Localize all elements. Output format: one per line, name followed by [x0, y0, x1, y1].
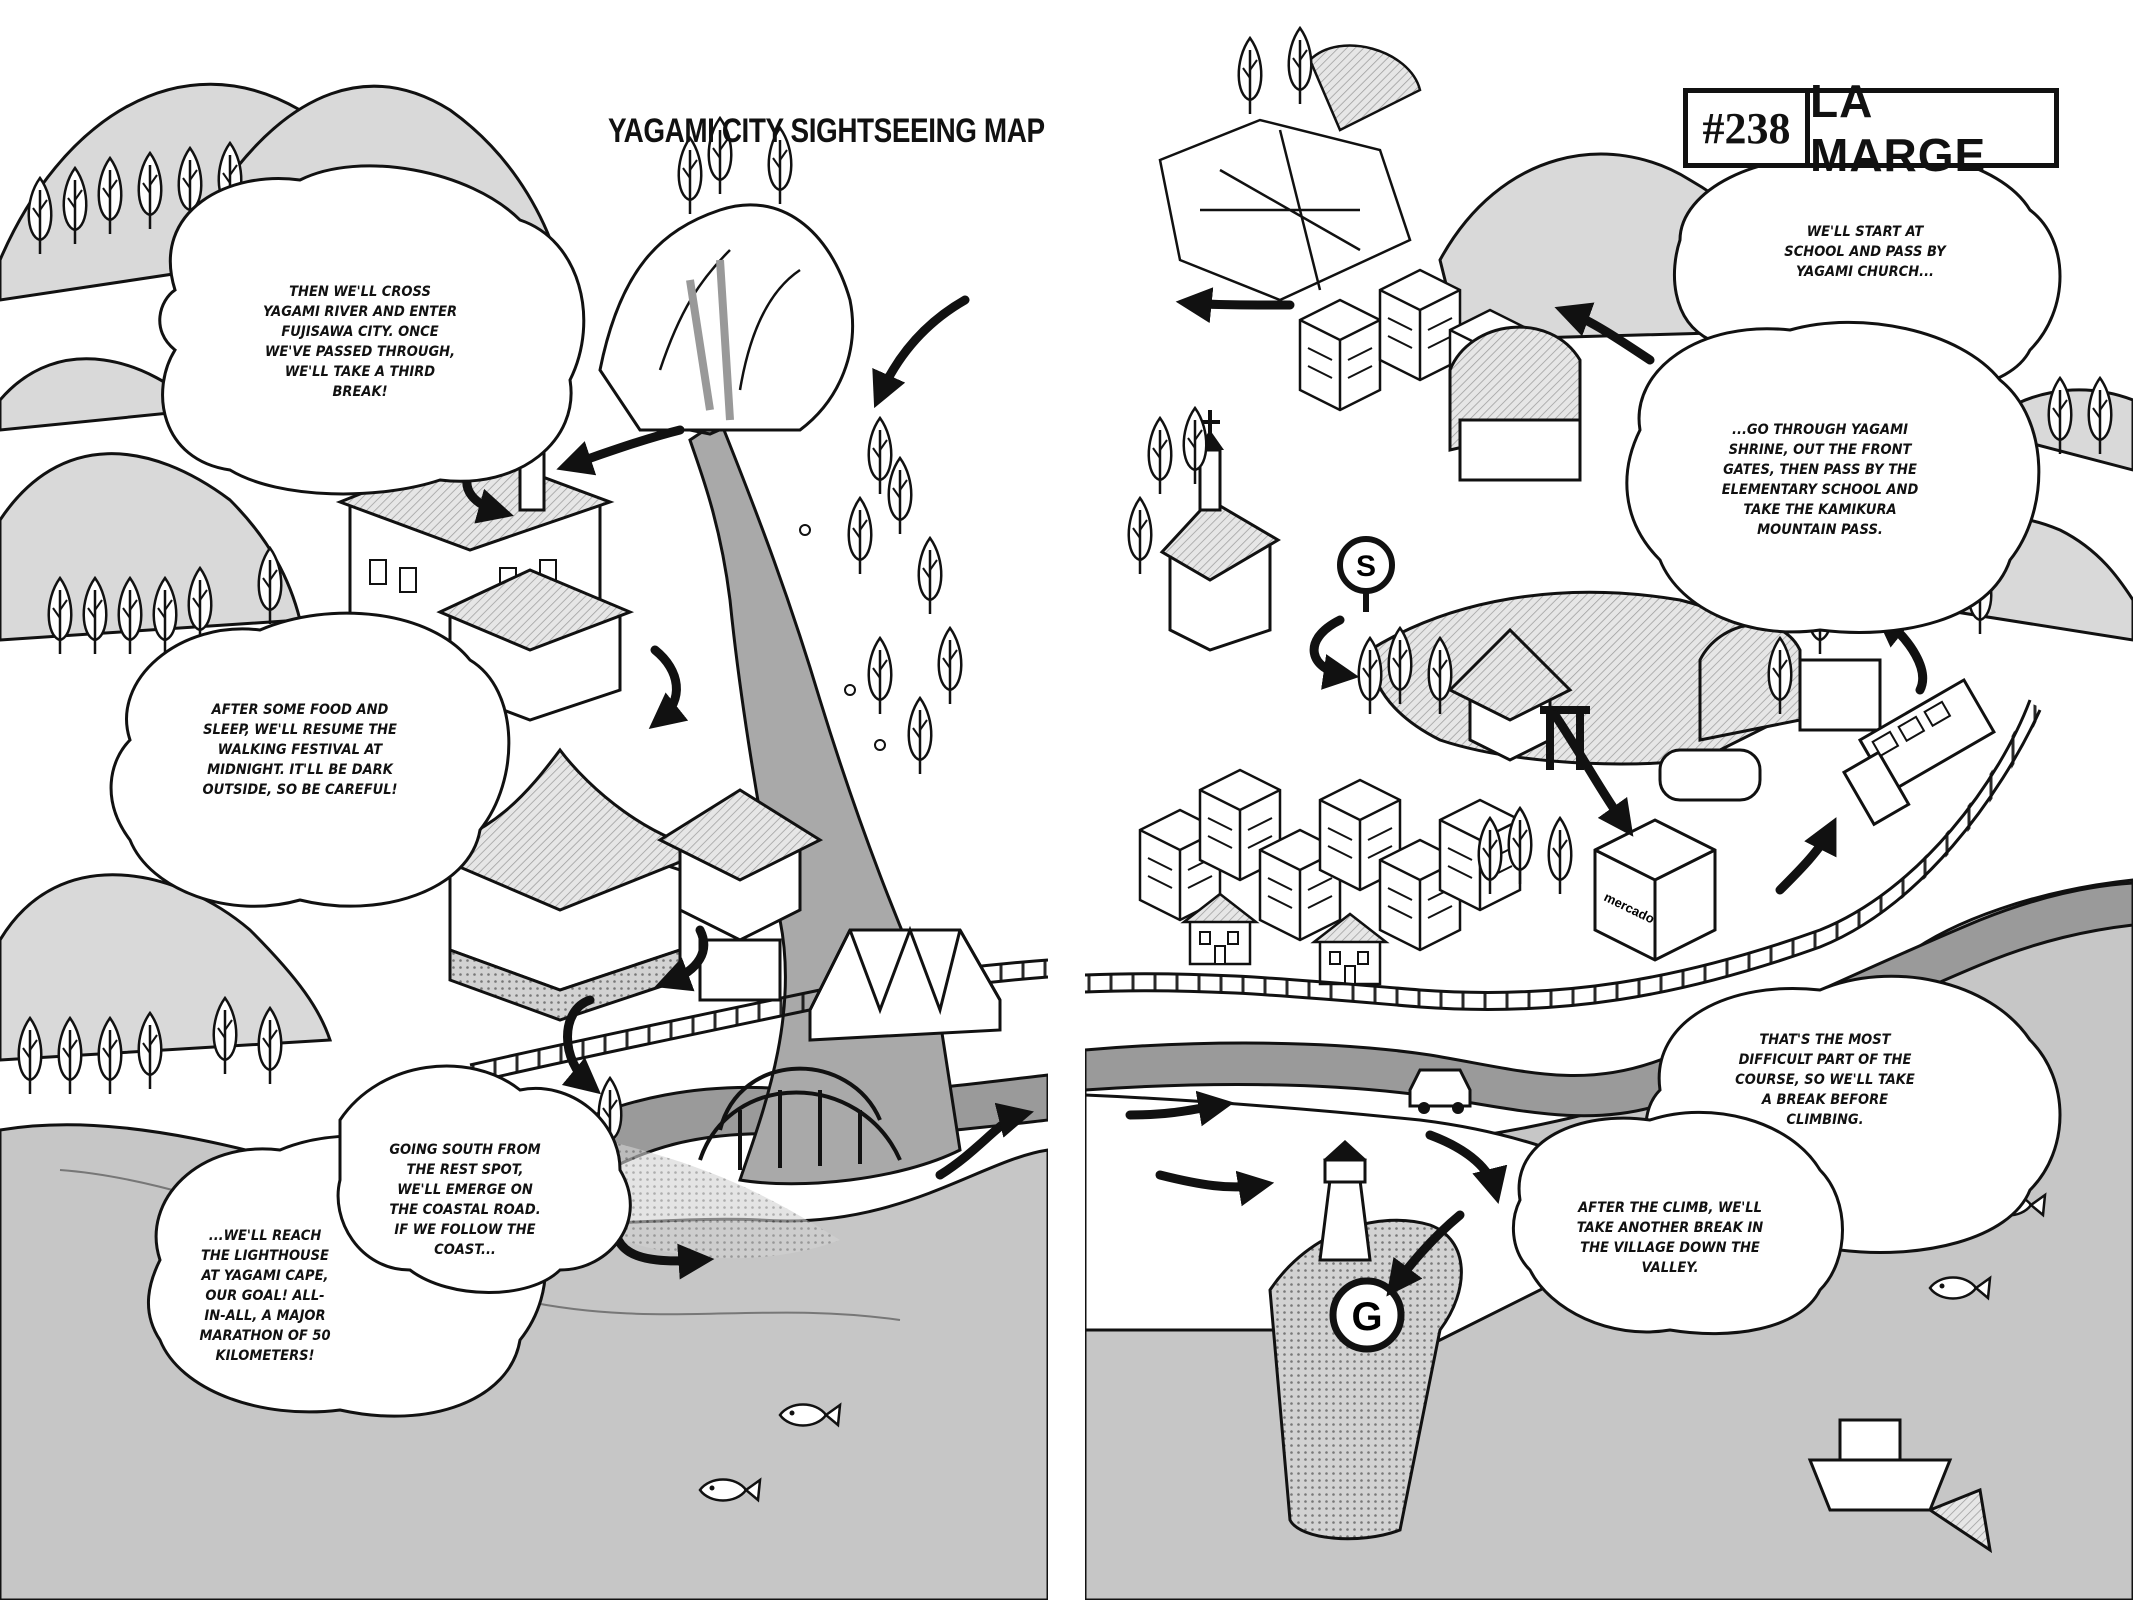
train [1841, 677, 1996, 827]
chapter-header: #238 LA MARGE [1683, 75, 2059, 181]
church [1159, 410, 1281, 652]
bubble-lighthouse: ...WE'LL REACH THE LIGHTHOUSE AT YAGAMI … [199, 1228, 331, 1364]
bubble-after-climb: AFTER THE CLIMB, WE'LL TAKE ANOTHER BREA… [1576, 1200, 1764, 1276]
fishing-boat [1807, 1418, 1993, 1554]
left-page-art [0, 82, 1050, 1600]
page-gutter [1048, 0, 1085, 1600]
chapter-number: #238 [1688, 93, 1810, 163]
map-title: YAGAMI CITY SIGHTSEEING MAP [608, 112, 1045, 150]
svg-text:G: G [1351, 1295, 1382, 1339]
bubble-start: WE'LL START AT SCHOOL AND PASS BY YAGAMI… [1784, 224, 1946, 280]
route-arrows-left [462, 295, 1034, 1280]
speech-bubbles [109, 150, 2062, 1418]
chapter-title: LA MARGE [1810, 75, 1987, 181]
bubble-midnight: AFTER SOME FOOD AND SLEEP, WE'LL RESUME … [202, 702, 398, 798]
route-arrows-right [1125, 287, 1928, 1297]
mercado-store: mercado [1593, 818, 1717, 962]
bubble-shrine: ...GO THROUGH YAGAMI SHRINE, OUT THE FRO… [1721, 422, 1919, 538]
start-marker: S [1337, 536, 1395, 612]
lighthouse [1318, 1140, 1372, 1262]
car [1408, 1068, 1472, 1114]
bubble-coastal-road: GOING SOUTH FROM THE REST SPOT, WE'LL EM… [389, 1142, 541, 1258]
svg-text:S: S [1356, 550, 1376, 583]
goal-marker: G [1329, 1277, 1405, 1353]
bubble-third-break: THEN WE'LL CROSS YAGAMI RIVER AND ENTER … [262, 284, 458, 400]
bubble-difficult: THAT'S THE MOST DIFFICULT PART OF THE CO… [1735, 1032, 1915, 1128]
